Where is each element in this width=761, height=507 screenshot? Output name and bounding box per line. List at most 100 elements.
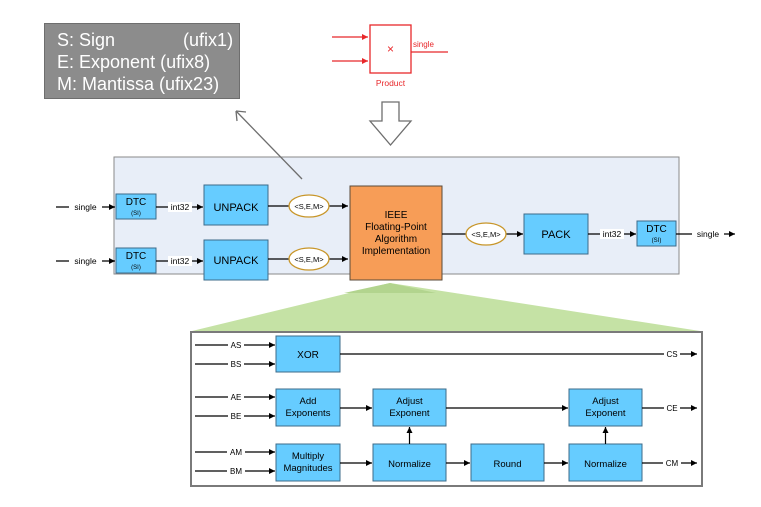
adjust-exponent-1-line-1: Adjust — [396, 396, 423, 407]
normalize-block-1[interactable] — [372, 443, 447, 482]
mantissa-path: AM BM Multiply Magnitudes Normalize Roun… — [195, 427, 697, 482]
label-bg — [664, 350, 680, 358]
cs-label: CS — [666, 350, 677, 359]
xor-block[interactable] — [275, 335, 341, 373]
adjust-exponent-block-2[interactable] — [568, 388, 643, 427]
bus-b-label: <S,E,M> — [294, 255, 324, 264]
dtc-out-sub: (SI) — [652, 238, 662, 244]
label-bg — [228, 412, 244, 420]
legend-type: (ufix8) — [160, 52, 211, 72]
label-bg — [227, 467, 245, 475]
bus-b-ellipse — [288, 247, 330, 271]
legend-pointer-arrowhead-icon — [235, 110, 247, 122]
legend-key: E: Exponent — [57, 52, 156, 72]
label-bg — [664, 404, 680, 412]
legend-row-sign: S: Sign (ufix1) — [57, 29, 239, 51]
input-a-type: single — [74, 202, 96, 212]
bus-out-ellipse — [465, 222, 507, 246]
ce-label: CE — [666, 404, 677, 413]
dtc-a-sub: (SI) — [131, 211, 141, 217]
adjust-exponent-2-line-2: Exponent — [585, 408, 626, 419]
zoom-wedge-apex — [344, 283, 436, 293]
legend-type: (ufix23) — [159, 74, 220, 94]
label-bg — [227, 448, 245, 456]
adjust-exponent-block-1[interactable] — [372, 388, 447, 427]
ieee-algorithm-box — [349, 185, 443, 281]
bs-label: BS — [231, 360, 242, 369]
pack-label: PACK — [541, 229, 571, 241]
add-exponents-line-1: Add — [300, 396, 317, 407]
product-output-type: single — [413, 40, 434, 49]
dtc-block-b[interactable] — [115, 247, 157, 274]
round-label: Round — [494, 459, 522, 470]
label-bg — [228, 360, 244, 368]
int32-a-type: int32 — [171, 202, 190, 212]
label-bg — [69, 256, 102, 266]
product-block[interactable]: × single Product — [332, 24, 448, 88]
unpack-b-label: UNPACK — [213, 255, 259, 267]
normalize-1-label: Normalize — [388, 459, 431, 470]
algo-line-3: Algorithm — [375, 234, 417, 245]
unpack-a-label: UNPACK — [213, 202, 259, 214]
ae-label: AE — [231, 393, 242, 402]
output-path: <S,E,M> PACK int32 DTC (SI) single — [442, 213, 735, 255]
int32-out-type: int32 — [603, 229, 622, 239]
product-symbol: × — [387, 42, 394, 56]
legend-row-exponent: E: Exponent (ufix8) — [57, 51, 239, 73]
dtc-block-out[interactable] — [636, 220, 677, 247]
bus-a-ellipse — [288, 194, 330, 218]
algo-line-1: IEEE — [385, 210, 408, 221]
legend-row-mantissa: M: Mantissa (ufix23) — [57, 73, 239, 95]
input-path-b: single DTC (SI) int32 UNPACK <S,E,M> — [56, 239, 348, 281]
dtc-b-label: DTC — [126, 251, 147, 262]
input-b-type: single — [74, 256, 96, 266]
label-bg — [69, 202, 102, 212]
cm-label: CM — [666, 459, 679, 468]
dtc-out-label: DTC — [646, 224, 667, 235]
pack-block[interactable] — [523, 213, 589, 255]
legend-key: M: Mantissa — [57, 74, 155, 94]
dtc-block-a[interactable] — [115, 193, 157, 220]
label-bg — [663, 459, 681, 467]
add-exponents-line-2: Exponents — [286, 408, 331, 419]
signal-legend: S: Sign (ufix1) E: Exponent (ufix8) M: Ma… — [44, 23, 240, 99]
bus-a-label: <S,E,M> — [294, 202, 324, 211]
ieee-algorithm-block[interactable]: IEEE Floating-Point Algorithm Implementa… — [349, 185, 443, 281]
normalize-2-label: Normalize — [584, 459, 627, 470]
product-box — [369, 24, 412, 74]
label-bg — [600, 229, 624, 239]
bm-label: BM — [230, 467, 242, 476]
input-path-a: single DTC (SI) int32 UNPACK <S,E,M> — [56, 184, 348, 226]
dtc-a-label: DTC — [126, 197, 147, 208]
exponent-path: AE BE Add Exponents Adjust Exponent Adju… — [195, 388, 697, 427]
label-bg — [168, 256, 192, 266]
algo-line-2: Floating-Point — [365, 222, 427, 233]
adjust-exponent-1-line-2: Exponent — [389, 408, 430, 419]
unpack-block-a[interactable] — [203, 184, 269, 226]
be-label: BE — [231, 412, 242, 421]
label-bg — [228, 393, 244, 401]
label-bg — [692, 229, 724, 239]
multiply-line-2: Magnitudes — [283, 463, 332, 474]
zoom-wedge — [192, 283, 700, 331]
am-label: AM — [230, 448, 242, 457]
output-type: single — [697, 229, 719, 239]
bus-out-label: <S,E,M> — [471, 230, 501, 239]
multiply-line-1: Multiply — [292, 451, 324, 462]
round-block[interactable] — [470, 443, 545, 482]
unpack-block-b[interactable] — [203, 239, 269, 281]
sign-path: AS BS XOR CS — [195, 335, 697, 373]
legend-pointer-line — [235, 110, 303, 180]
algo-line-4: Implementation — [362, 246, 430, 257]
label-bg — [228, 341, 244, 349]
xor-label: XOR — [297, 350, 319, 361]
int32-b-type: int32 — [171, 256, 190, 266]
label-bg — [168, 202, 192, 212]
adjust-exponent-2-line-1: Adjust — [592, 396, 619, 407]
as-label: AS — [231, 341, 242, 350]
legend-type: (ufix1) — [183, 30, 234, 50]
product-name: Product — [376, 78, 406, 88]
legend-key: S: Sign — [57, 30, 116, 50]
dtc-b-sub: (SI) — [131, 265, 141, 271]
